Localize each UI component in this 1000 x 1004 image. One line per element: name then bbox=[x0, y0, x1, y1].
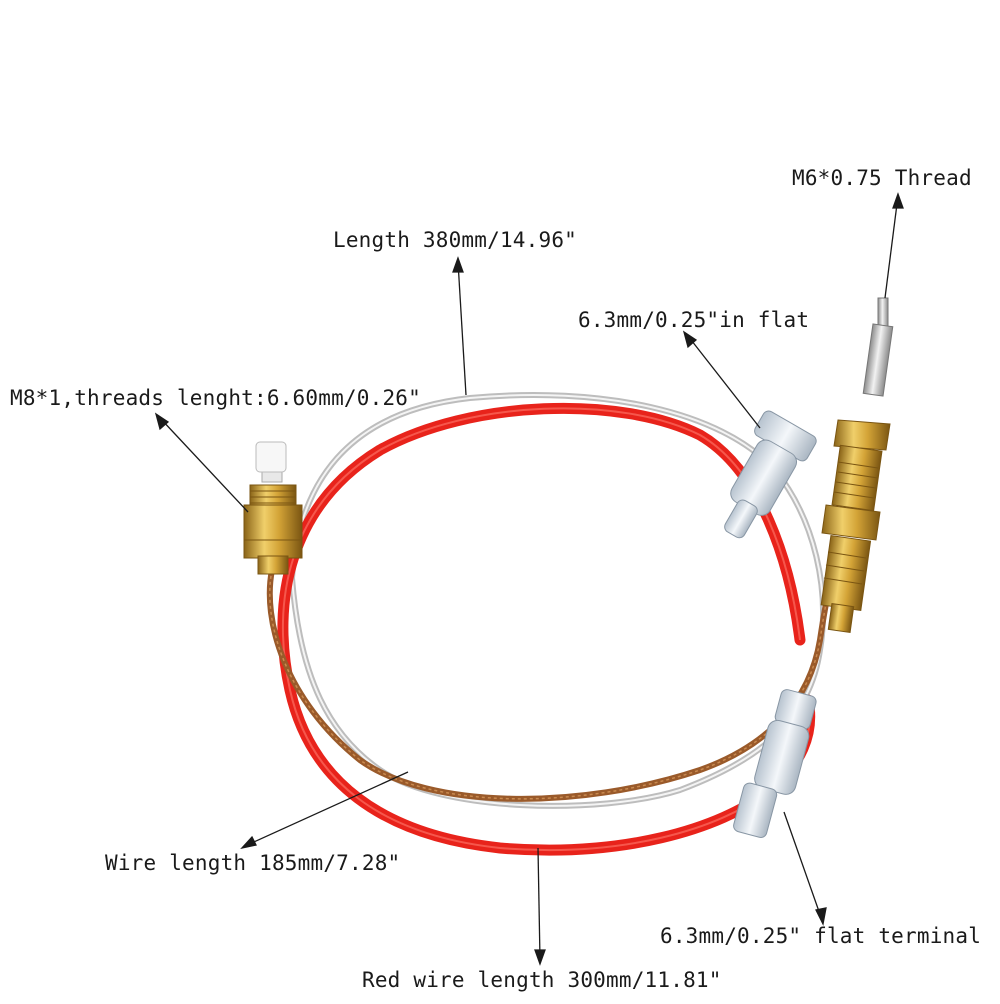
red-wire-length-label: Red wire length 300mm/11.81" bbox=[362, 968, 722, 992]
length-label: Length 380mm/14.96" bbox=[333, 228, 578, 252]
brown-wire bbox=[266, 557, 841, 802]
flat-terminal-label: 6.3mm/0.25" flat terminal bbox=[660, 924, 982, 948]
m8-threads-label: M8*1,threads lenght:6.60mm/0.26" bbox=[10, 386, 421, 410]
m8-fitting bbox=[243, 441, 303, 575]
lower-flat-terminal bbox=[733, 689, 817, 838]
upper-flat-terminal bbox=[724, 410, 817, 539]
m6-probe bbox=[820, 297, 894, 633]
red-wire bbox=[277, 402, 816, 856]
thread-tip-label: M6*0.75 Thread bbox=[792, 166, 972, 190]
flat-in-label: 6.3mm/0.25"in flat bbox=[578, 308, 810, 332]
wire-length-label: Wire length 185mm/7.28" bbox=[105, 851, 401, 875]
